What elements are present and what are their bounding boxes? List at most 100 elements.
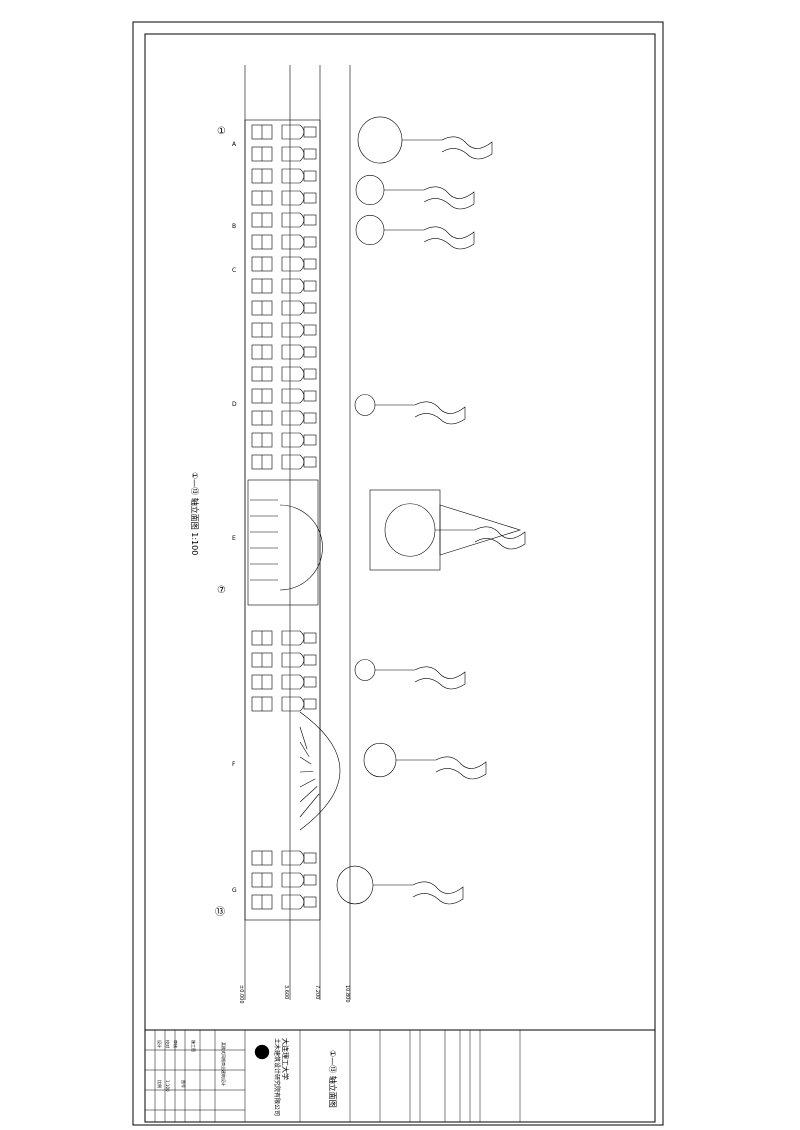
arched-window <box>281 454 305 470</box>
parapet-panel <box>303 148 317 160</box>
parapet-panel <box>303 192 317 204</box>
label-scale: 比例 <box>157 1080 163 1088</box>
arched-window <box>281 388 305 404</box>
scale-value: 1:100 <box>165 1080 170 1092</box>
project-name: 某欧式风格商业建筑设计 <box>221 1042 227 1086</box>
stage: 施工图 <box>191 1040 197 1052</box>
level-label: 3.600 <box>283 985 289 999</box>
parapet-panel <box>303 258 317 270</box>
entrance-bay <box>247 479 319 606</box>
company-name: 土木建筑设计研究院有限公司 <box>273 1038 281 1116</box>
arched-window <box>281 300 305 316</box>
onion-dome <box>336 865 374 905</box>
parapet-panel <box>303 368 317 380</box>
flag <box>423 226 475 250</box>
parapet-panel <box>303 346 317 358</box>
flag <box>414 666 466 690</box>
section-label: C <box>232 267 236 274</box>
label-check: 校对 <box>165 1040 171 1048</box>
parapet-panel <box>303 654 317 666</box>
parapet-panel <box>303 302 317 314</box>
inner-border <box>144 33 656 1031</box>
flag <box>441 136 493 160</box>
flag <box>414 401 466 425</box>
parapet-panel <box>303 852 317 864</box>
section-label: G <box>232 887 237 894</box>
dome-rib <box>299 793 320 818</box>
arched-window <box>281 366 305 382</box>
arched-window <box>281 278 305 294</box>
onion-dome <box>363 742 397 778</box>
arched-window <box>281 872 305 888</box>
arched-window <box>281 212 305 228</box>
parapet-panel <box>303 434 317 446</box>
onion-dome <box>355 175 385 206</box>
parapet-panel <box>303 126 317 138</box>
section-label: D <box>232 401 237 408</box>
level-label: ±0.000 <box>238 985 244 1004</box>
parapet-panel <box>303 170 317 182</box>
flag <box>435 756 487 780</box>
building-outline <box>244 119 321 921</box>
sheet-title: ①—⑬ 轴立面图 <box>328 1050 338 1108</box>
company-logo <box>254 1044 270 1060</box>
onion-dome <box>357 116 403 164</box>
axis-mid-label: ⑦ <box>217 585 226 596</box>
parapet-panel <box>303 874 317 886</box>
axis-end-label: ⑬ <box>215 906 225 918</box>
arched-window <box>281 344 305 360</box>
dome-rib <box>299 726 308 750</box>
outer-frame <box>132 21 664 1126</box>
arched-window <box>281 124 305 140</box>
section-label: A <box>232 141 237 148</box>
arched-window <box>281 168 305 184</box>
flag <box>474 526 526 550</box>
parapet-panel <box>303 236 317 248</box>
dome-rib <box>299 778 316 788</box>
flag <box>412 881 464 905</box>
section-label: F <box>232 761 236 768</box>
arched-window <box>281 894 305 910</box>
onion-dome <box>354 394 376 416</box>
parapet-panel <box>303 896 317 908</box>
parapet-panel <box>303 456 317 468</box>
parapet-panel <box>303 676 317 688</box>
parapet-panel <box>303 280 317 292</box>
glass-dome <box>299 711 341 831</box>
central-spire <box>439 504 522 556</box>
arched-window <box>281 146 305 162</box>
parapet-panel <box>303 390 317 402</box>
flag <box>423 186 475 210</box>
arched-window <box>281 652 305 668</box>
parapet-panel <box>303 698 317 710</box>
dome-rib <box>299 756 312 765</box>
arched-window <box>281 234 305 250</box>
onion-dome <box>355 215 385 246</box>
onion-dome <box>354 659 376 681</box>
arched-window <box>281 410 305 426</box>
onion-dome <box>384 503 436 557</box>
parapet-panel <box>303 324 317 336</box>
arched-window <box>281 674 305 690</box>
parapet-panel <box>303 214 317 226</box>
arched-window <box>281 190 305 206</box>
level-label: 7.200 <box>314 985 320 999</box>
arched-window <box>281 256 305 272</box>
dome-rib <box>299 771 314 773</box>
arched-window <box>281 850 305 866</box>
arched-window <box>281 322 305 338</box>
level-label: 10.800 <box>344 985 350 1003</box>
section-label: E <box>232 535 236 542</box>
label-design: 设计 <box>157 1040 163 1048</box>
entrance-arch <box>279 504 323 591</box>
label-drawing-no: 图号 <box>181 1080 187 1088</box>
university-name: 大连理工大学 <box>281 1038 290 1080</box>
drawing-title: ①—⑬ 轴立面图 1:100 <box>190 472 200 555</box>
section-label: B <box>232 223 236 230</box>
dome-rib <box>299 786 318 803</box>
parapet-panel <box>303 412 317 424</box>
central-tower <box>369 489 441 571</box>
dome-rib <box>299 741 310 757</box>
axis-start-label: ① <box>217 126 226 137</box>
